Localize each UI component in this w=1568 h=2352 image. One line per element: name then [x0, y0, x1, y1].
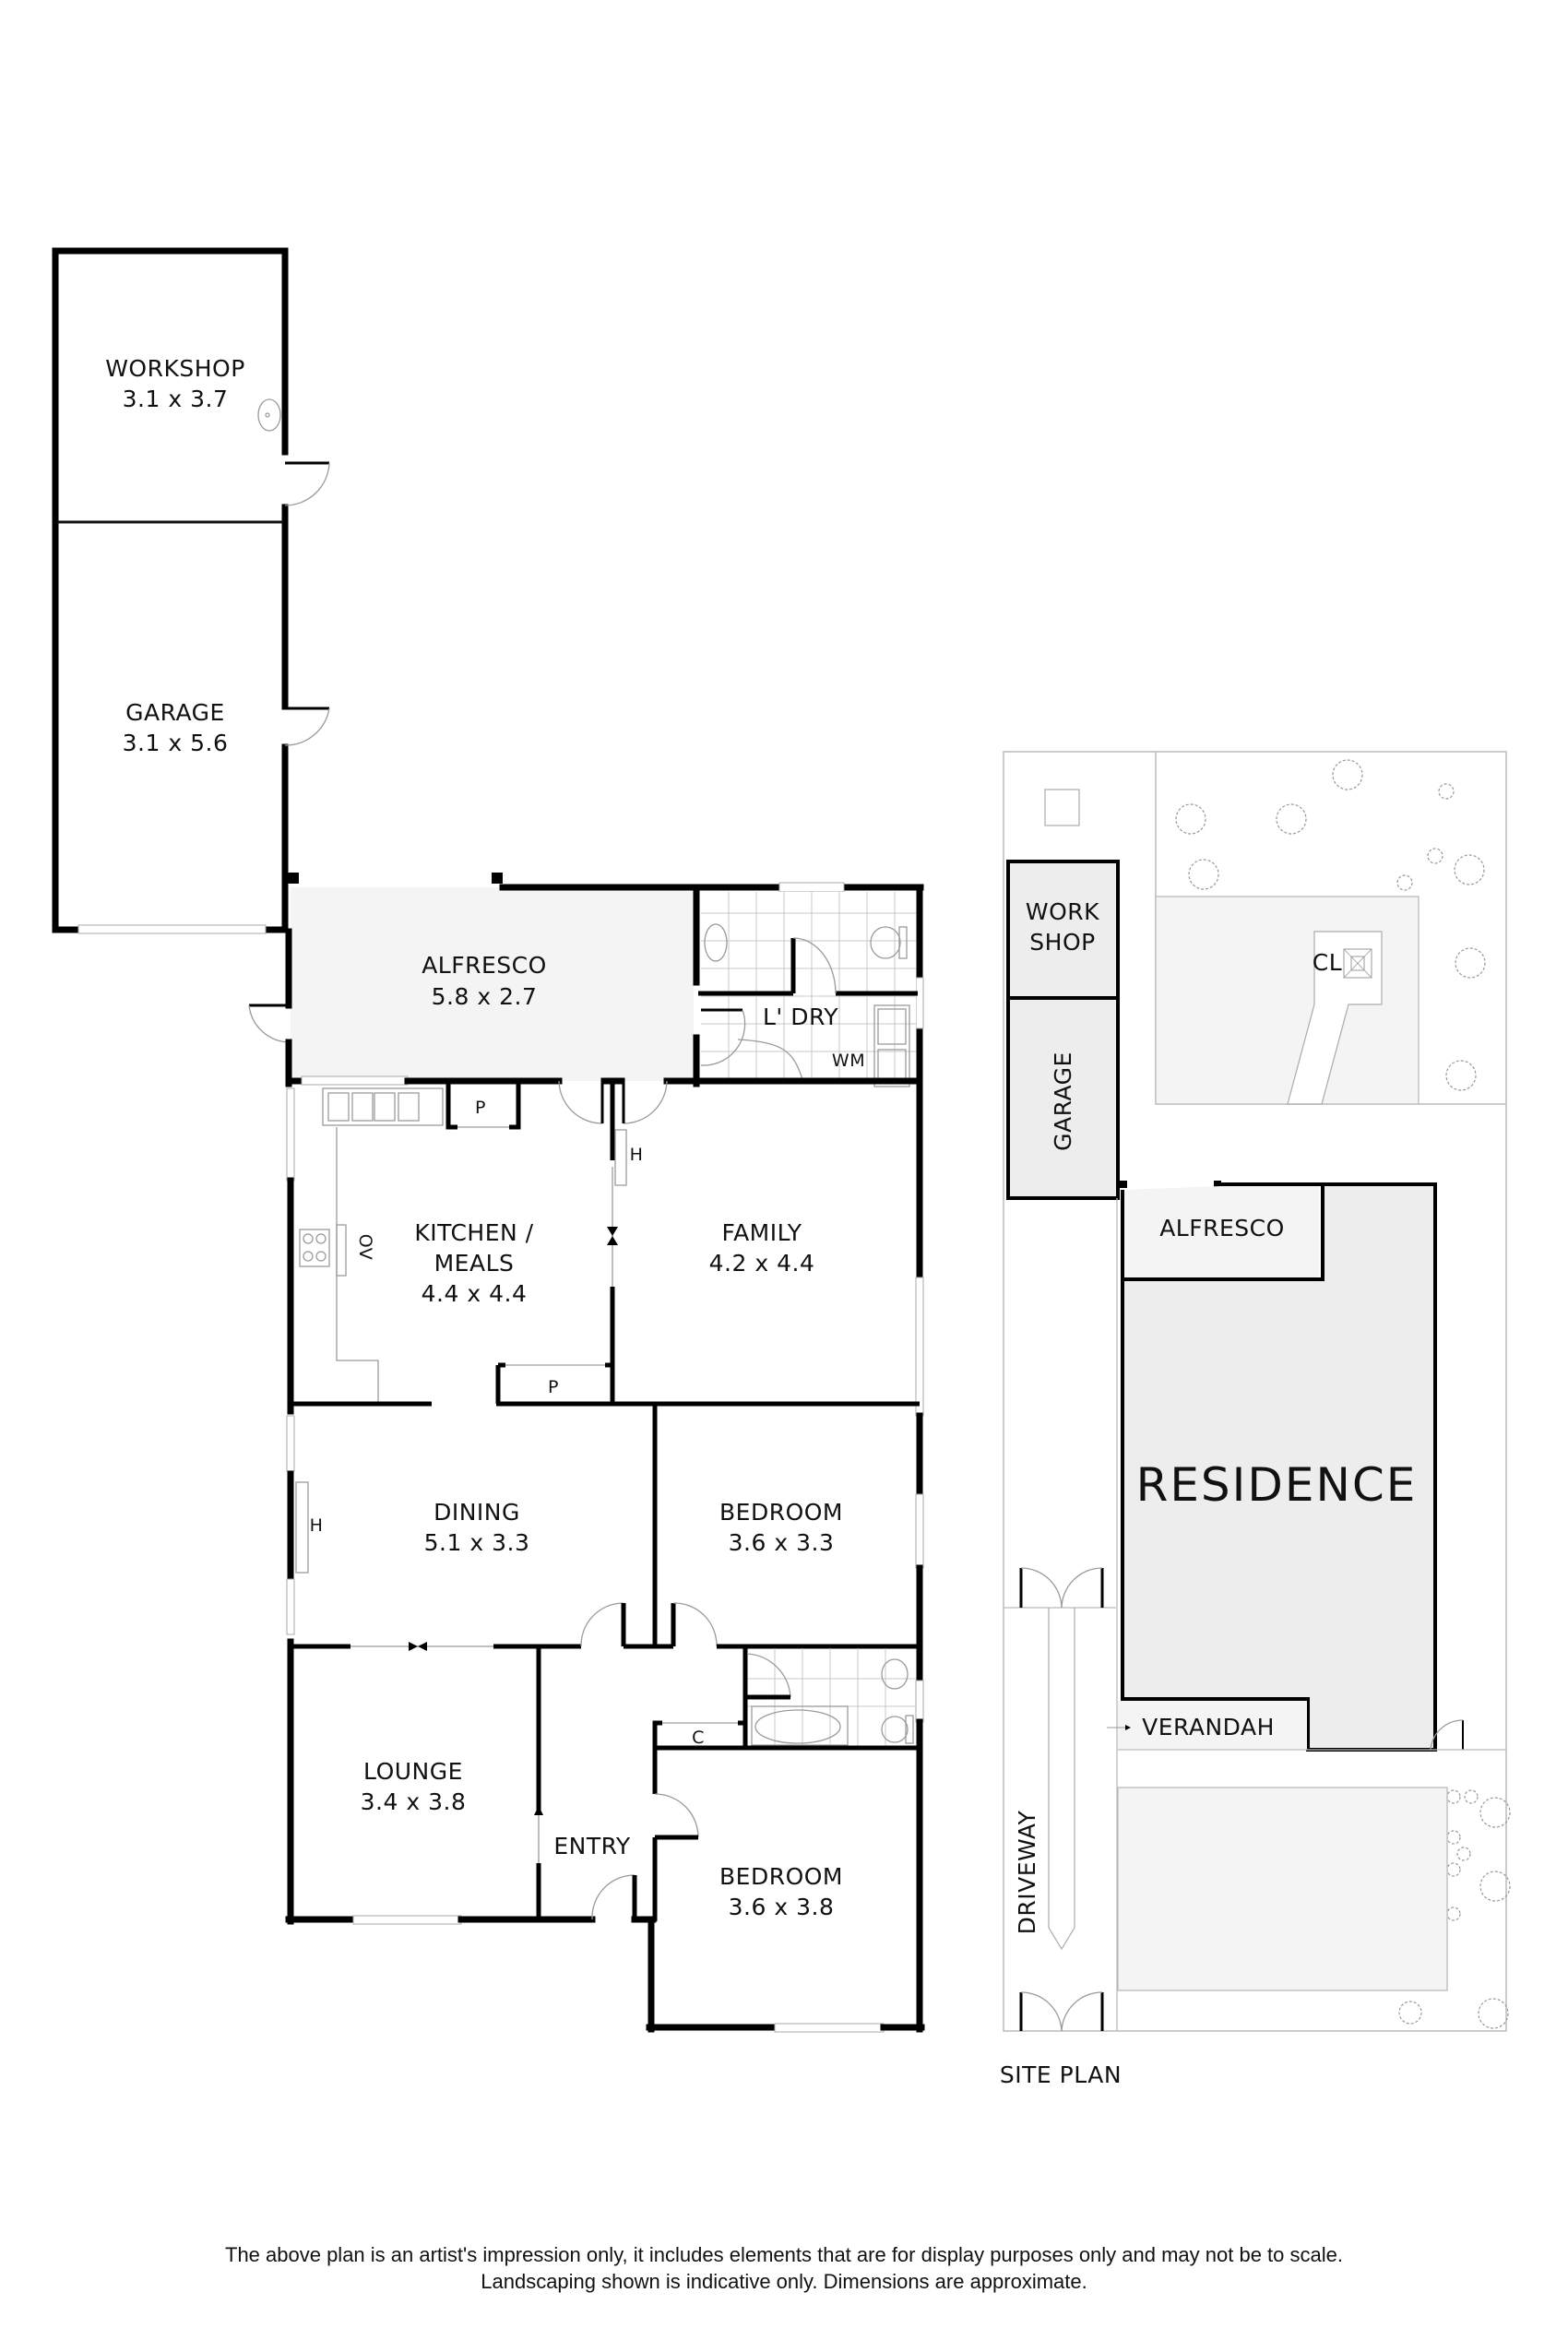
site-label-residence: RESIDENCE [1136, 1458, 1418, 1512]
tree-icons [1175, 759, 1511, 2029]
room-name-lounge: LOUNGE [363, 1758, 463, 1785]
room-name-entry: ENTRY [553, 1833, 631, 1859]
room-dims-workshop: 3.1 x 3.7 [123, 386, 229, 412]
disclaimer-line-2: Landscaping shown is indicative only. Di… [481, 2270, 1087, 2293]
room-dims-bedroom-1: 3.6 x 3.3 [729, 1529, 835, 1556]
site-plan: CL WORK SHOP GARAGE DRIVEWAY [1000, 751, 1511, 2088]
site-plan-title: SITE PLAN [1000, 2061, 1122, 2088]
room-dims-bedroom-2: 3.6 x 3.8 [729, 1894, 835, 1920]
site-label-workshop-line1: WORK [1026, 898, 1099, 925]
room-name-alfresco: ALFRESCO [422, 952, 547, 979]
label-pantry-1: P [475, 1098, 486, 1118]
site-label-workshop-line2: SHOP [1029, 929, 1095, 956]
room-dims-dining: 5.1 x 3.3 [424, 1529, 530, 1556]
room-dims-family: 4.2 x 4.4 [709, 1250, 815, 1277]
room-name-garage: GARAGE [125, 699, 225, 726]
label-heater-2: H [310, 1515, 324, 1536]
room-dims-alfresco: 5.8 x 2.7 [432, 983, 538, 1010]
main-house: WM L' DRY ALFRESCO 5.8 x 2.7 [248, 873, 925, 2033]
bathroom-main: C [652, 1646, 916, 1748]
room-dims-kitchen: 4.4 x 4.4 [422, 1280, 528, 1307]
room-name-kitchen-line2: MEALS [434, 1250, 515, 1277]
room-dims-garage: 3.1 x 5.6 [123, 730, 229, 756]
label-washing-machine: WM [832, 1051, 865, 1071]
room-name-workshop: WORKSHOP [105, 355, 245, 382]
site-label-alfresco: ALFRESCO [1159, 1215, 1285, 1241]
label-pantry-2: P [548, 1377, 559, 1397]
site-label-clothesline: CL [1313, 949, 1342, 976]
site-label-garage: GARAGE [1050, 1051, 1076, 1151]
room-dims-lounge: 3.4 x 3.8 [361, 1788, 467, 1815]
room-name-kitchen-line1: KITCHEN / [414, 1219, 533, 1246]
site-label-verandah: VERANDAH [1142, 1714, 1275, 1740]
label-heater-1: H [630, 1145, 644, 1165]
room-name-bedroom-1: BEDROOM [719, 1499, 843, 1526]
room-name-bedroom-2: BEDROOM [719, 1863, 843, 1890]
bathroom-top: WM L' DRY [698, 892, 918, 1087]
outbuilding: WORKSHOP 3.1 x 3.7 GARAGE 3.1 x 5.6 [52, 247, 330, 934]
label-oven: OV [355, 1234, 375, 1261]
site-label-driveway: DRIVEWAY [1014, 1810, 1040, 1934]
disclaimer: The above plan is an artist's impression… [0, 2241, 1568, 2295]
room-name-dining: DINING [434, 1499, 520, 1526]
room-name-laundry: L' DRY [763, 1004, 838, 1030]
disclaimer-line-1: The above plan is an artist's impression… [225, 2243, 1343, 2266]
kitchen-fixtures: OV P [299, 1081, 521, 1404]
label-cupboard: C [692, 1728, 705, 1748]
room-name-family: FAMILY [721, 1219, 802, 1246]
